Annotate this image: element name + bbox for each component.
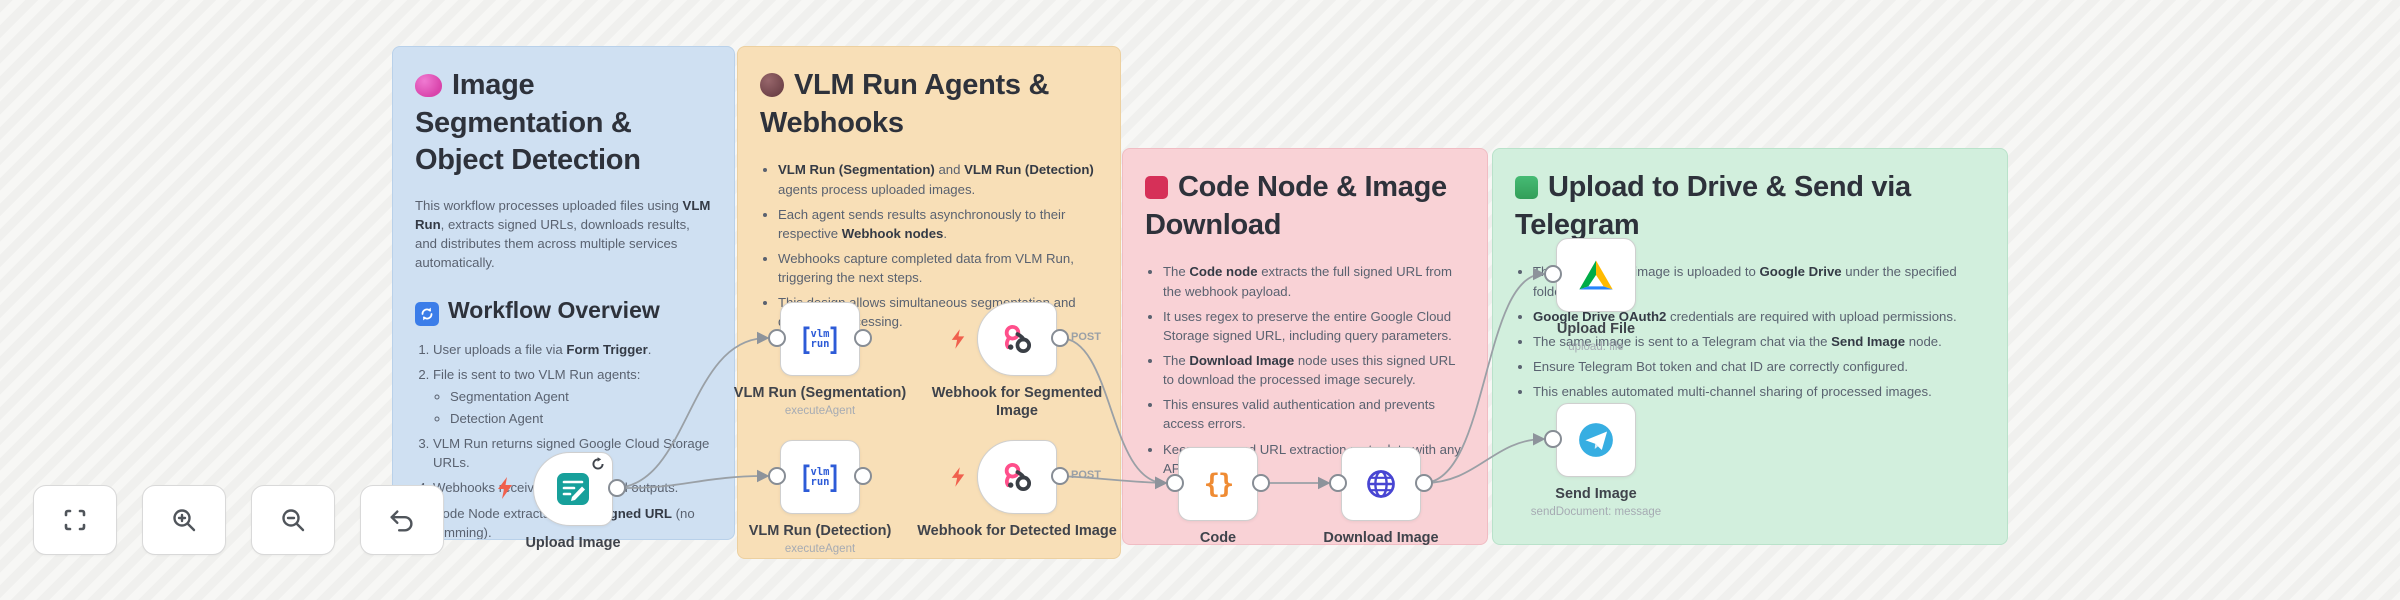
note-title: Image Segmentation & Object Detection (415, 69, 641, 177)
canvas-controls (33, 485, 444, 555)
note-title: Upload to Drive & Send via Telegram (1515, 171, 1911, 241)
note-body: This workflow processes uploaded files u… (415, 198, 711, 271)
zoom-in-button[interactable] (142, 485, 226, 555)
green-square-icon (1515, 176, 1538, 199)
trigger-bolt-icon (950, 467, 966, 492)
webhook-method-badge: POST (1071, 469, 1101, 481)
telegram-icon (1579, 423, 1613, 457)
trigger-bolt-icon (950, 329, 966, 354)
zoom-out-icon (282, 509, 305, 532)
node-code[interactable]: {} Code (1118, 447, 1318, 547)
node-send-image[interactable]: Send Image sendDocument: message (1496, 403, 1696, 518)
undo-icon (390, 510, 413, 532)
code-braces-icon: {} (1203, 468, 1234, 500)
fit-view-icon (64, 509, 86, 531)
undo-button[interactable] (360, 485, 444, 555)
webhook-method-badge: POST (1071, 331, 1101, 343)
note-section-title: Workflow Overview (415, 297, 712, 326)
webhook-icon (1004, 462, 1032, 492)
trigger-bolt-icon (496, 477, 514, 504)
zoom-to-fit-button[interactable] (33, 485, 117, 555)
zoom-out-button[interactable] (251, 485, 335, 555)
note-title: VLM Run Agents & Webhooks (760, 69, 1050, 139)
node-webhook-segmented-image[interactable]: Webhook for Segmented Image (917, 302, 1117, 420)
brown-circle-icon (760, 73, 784, 97)
sync-icon (415, 301, 439, 326)
node-upload-image[interactable]: Upload Image (473, 452, 673, 552)
form-trigger-icon (557, 473, 589, 505)
sticky-note-upload-drive[interactable]: Upload to Drive & Send via Telegram The … (1492, 148, 2008, 545)
node-upload-file[interactable]: Upload File upload: file (1496, 238, 1696, 353)
note-title: Code Node & Image Download (1145, 171, 1447, 241)
note-bullets: The Code node extracts the full signed U… (1145, 262, 1465, 477)
node-download-image[interactable]: Download Image (1281, 447, 1481, 547)
globe-icon (1367, 470, 1395, 498)
brain-icon (415, 74, 442, 97)
zoom-in-icon (173, 509, 196, 532)
node-webhook-detected-image[interactable]: Webhook for Detected Image (917, 440, 1117, 540)
google-drive-icon (1579, 260, 1613, 290)
listening-icon (591, 457, 605, 476)
webhook-icon (1004, 324, 1032, 354)
red-square-icon (1145, 176, 1168, 199)
